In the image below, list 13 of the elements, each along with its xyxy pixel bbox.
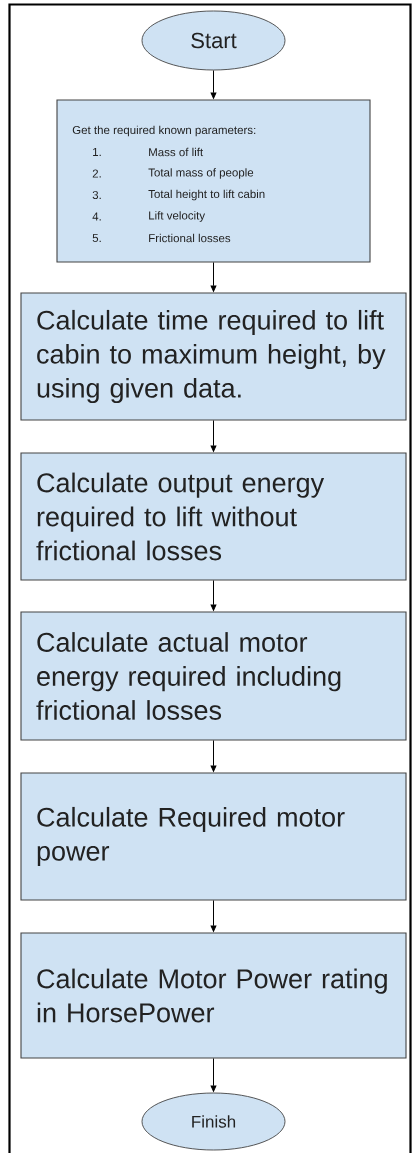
arrow bbox=[210, 69, 217, 99]
arrow bbox=[210, 580, 217, 611]
process-box: Calculate Motor Power rating in HorsePower bbox=[20, 932, 407, 1059]
process-box: Calculate actual motor energy required including frictional losses bbox=[20, 611, 407, 741]
arrow bbox=[210, 740, 217, 772]
arrow bbox=[210, 1058, 217, 1092]
arrow bbox=[210, 900, 217, 932]
arrow bbox=[210, 262, 217, 292]
arrow bbox=[210, 420, 217, 452]
process-box: Calculate Required motor power bbox=[20, 772, 407, 901]
process-box: Calculate time required to lift cabin to maximum height, by using given data. bbox=[20, 292, 407, 421]
process-box: Get the required known parameters: 1. Mass of lift 2. Total mass of people 3. Total height to lift cabin 4. Lift velocity 5. Frictional losses bbox=[56, 99, 371, 263]
process-box: Calculate output energy required to lift without frictional losses bbox=[20, 452, 407, 581]
